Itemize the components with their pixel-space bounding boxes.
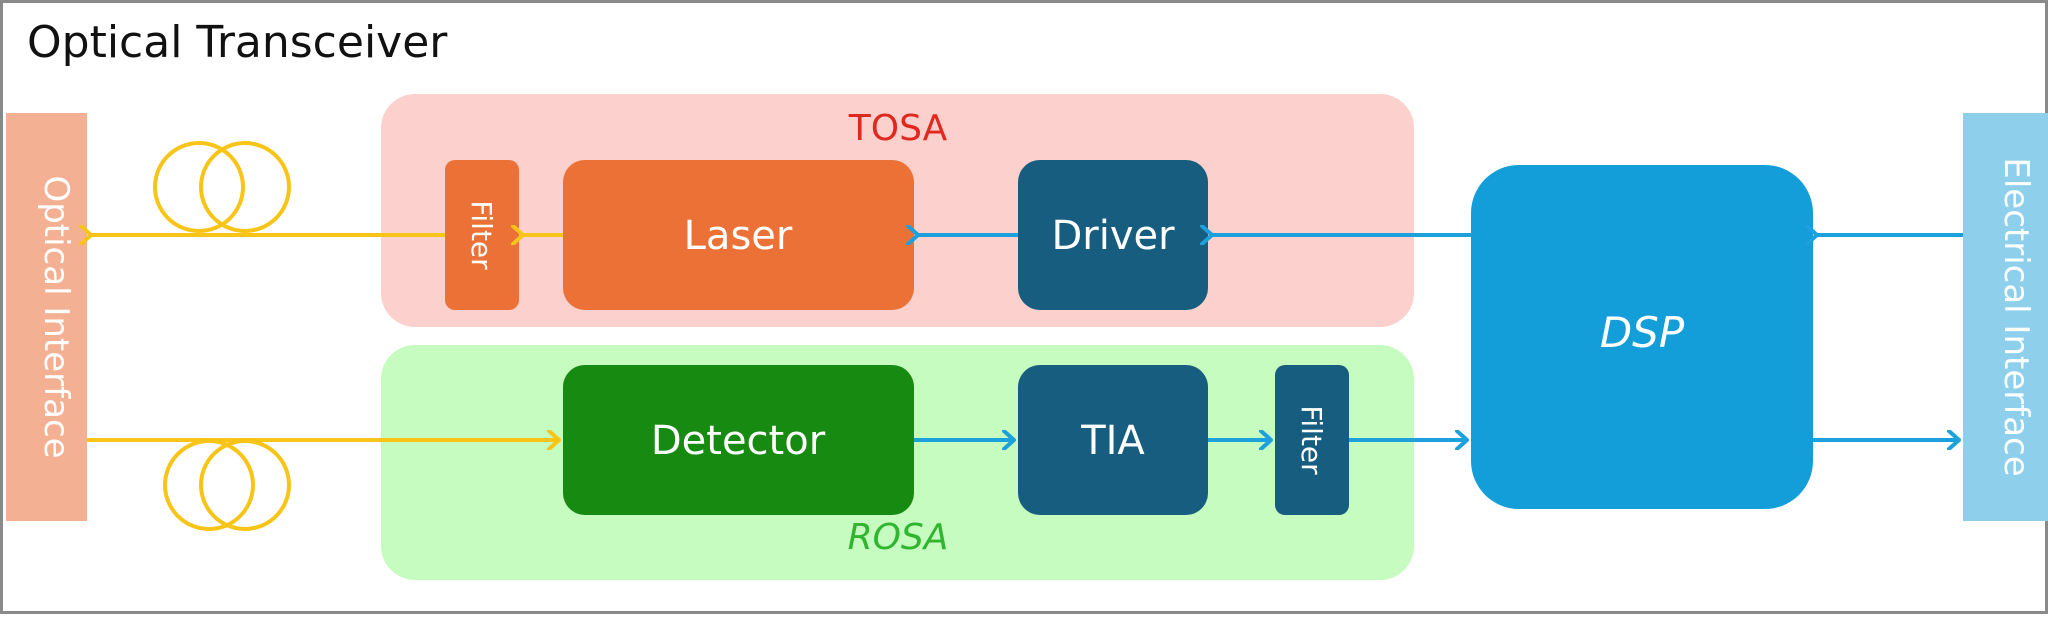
block-diagram: TOSA ROSA Optical Interface Electrical I…	[6, 94, 2048, 580]
laser-label: Laser	[684, 213, 793, 259]
driver-block	[1018, 160, 1208, 310]
electrical-interface-bar	[1963, 113, 2048, 521]
driver-label: Driver	[1051, 213, 1175, 259]
filter-rx-block	[1275, 365, 1349, 515]
fiber-coil-tx-icon	[153, 141, 291, 233]
detector-label: Detector	[651, 418, 826, 464]
laser-block	[563, 160, 914, 310]
filter-rx-label: Filter	[1295, 405, 1328, 475]
dsp-block	[1471, 165, 1813, 509]
filter-tx-label: Filter	[465, 200, 498, 270]
electrical-interface-label: Electrical Interface	[1996, 157, 2036, 476]
dsp-label: DSP	[1600, 308, 1685, 357]
tia-label: TIA	[1080, 418, 1145, 464]
filter-tx-block	[445, 160, 519, 310]
tia-block	[1018, 365, 1208, 515]
diagram-title: Optical Transceiver	[27, 17, 448, 68]
detector-block	[563, 365, 914, 515]
optical-interface-label: Optical Interface	[36, 175, 76, 458]
fiber-coil-rx-icon	[163, 439, 291, 531]
tosa-label: TOSA	[848, 108, 948, 149]
rosa-label: ROSA	[848, 517, 949, 558]
optical-interface-bar	[6, 113, 87, 521]
